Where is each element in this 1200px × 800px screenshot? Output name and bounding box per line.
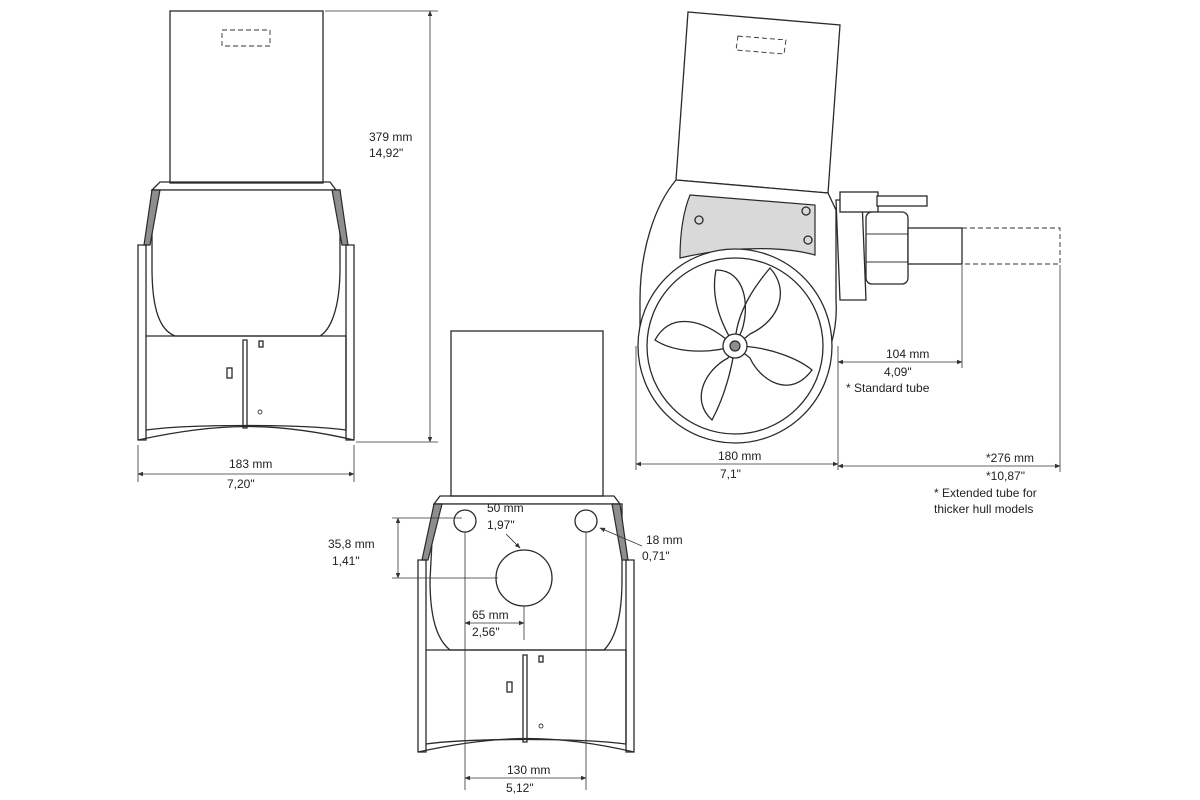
front-view-slot-2 — [258, 340, 264, 348]
center-offset-mm-label: 65 mm — [472, 608, 509, 622]
diameter-inch-label: 7,1" — [720, 467, 741, 481]
center-hole-leader — [505, 533, 521, 549]
front-view-left-bracket — [143, 189, 161, 246]
extended-tube-inch-label: *10,87" — [986, 469, 1025, 483]
height-mm-label: 379 mm — [369, 130, 412, 144]
side-view-terminal — [839, 191, 879, 213]
hole-view-slot-2 — [538, 655, 544, 663]
hole-height-mm-label: 35,8 mm — [328, 537, 375, 551]
diameter-mm-label: 180 mm — [718, 449, 761, 463]
front-view-left-plate — [137, 244, 147, 441]
standard-tube-note: * Standard tube — [846, 381, 930, 395]
hole-view-fin — [522, 654, 528, 743]
width-inch-label: 7,20" — [227, 477, 255, 491]
front-view-tube — [169, 10, 324, 184]
side-view-extended-tube — [962, 227, 1061, 265]
hole-view-lower-body — [425, 649, 627, 745]
side-view-tunnel-inner — [646, 257, 824, 435]
extended-tube-note-line2: thicker hull models — [934, 502, 1033, 516]
hole-view-slot-1 — [506, 681, 513, 693]
front-view-housing — [151, 189, 341, 337]
front-view-lower-body — [145, 335, 347, 431]
center-hole-mm-label: 50 mm — [487, 501, 524, 515]
side-view-terminal-stud — [876, 195, 928, 207]
hole-view-bolt — [538, 723, 544, 729]
right-side-hole — [574, 509, 598, 533]
hole-view-tube — [450, 330, 604, 497]
side-view-screw-1 — [694, 215, 704, 225]
extended-tube-mm-label: *276 mm — [986, 451, 1034, 465]
center-offset-inch-label: 2,56" — [472, 625, 500, 639]
hole-height-inch-label: 1,41" — [332, 554, 360, 568]
hole-view: 50 mm 1,97" 35,8 mm 1,41" 18 mm 0,71" 65… — [328, 330, 683, 795]
hole-view-rim — [432, 495, 622, 505]
hole-view-right-plate — [625, 559, 635, 753]
height-inch-label: 14,92" — [369, 146, 403, 160]
side-hole-inch-label: 0,71" — [642, 549, 670, 563]
side-view-motor-panel — [679, 194, 816, 259]
front-view-bolt — [257, 409, 263, 415]
hole-view-skirt — [417, 737, 635, 753]
side-view-tube — [675, 11, 841, 194]
width-mm-label: 183 mm — [229, 457, 272, 471]
front-view-right-plate — [345, 244, 355, 441]
side-view-flange — [835, 199, 867, 301]
front-view-fin — [242, 339, 248, 429]
hole-spacing-mm-label: 130 mm — [507, 763, 550, 777]
side-view-standard-tube — [907, 227, 963, 265]
side-view-screw-2 — [801, 206, 811, 216]
side-view-label-plate — [735, 35, 787, 55]
front-view-slot-1 — [226, 367, 233, 379]
propeller-nut — [729, 340, 741, 352]
hole-view-left-plate — [417, 559, 427, 753]
left-side-hole — [453, 509, 477, 533]
hole-spacing-inch-label: 5,12" — [506, 781, 534, 795]
front-view: 379 mm 14,92" 183 mm 7,20" — [137, 10, 438, 491]
side-view-screw-3 — [803, 235, 813, 245]
front-view-label-plate — [221, 29, 271, 47]
side-view-nut — [865, 211, 909, 285]
side-view: 180 mm 7,1" 104 mm 4,09" * Standard tube… — [635, 11, 1061, 516]
extended-tube-note-line1: * Extended tube for — [934, 486, 1037, 500]
standard-tube-inch-label: 4,09" — [884, 365, 912, 379]
propeller — [654, 267, 813, 422]
side-hole-mm-label: 18 mm — [646, 533, 683, 547]
center-hole — [495, 549, 553, 607]
standard-tube-mm-label: 104 mm — [886, 347, 929, 361]
side-hole-leader — [599, 527, 643, 547]
center-hole-inch-label: 1,97" — [487, 518, 515, 532]
